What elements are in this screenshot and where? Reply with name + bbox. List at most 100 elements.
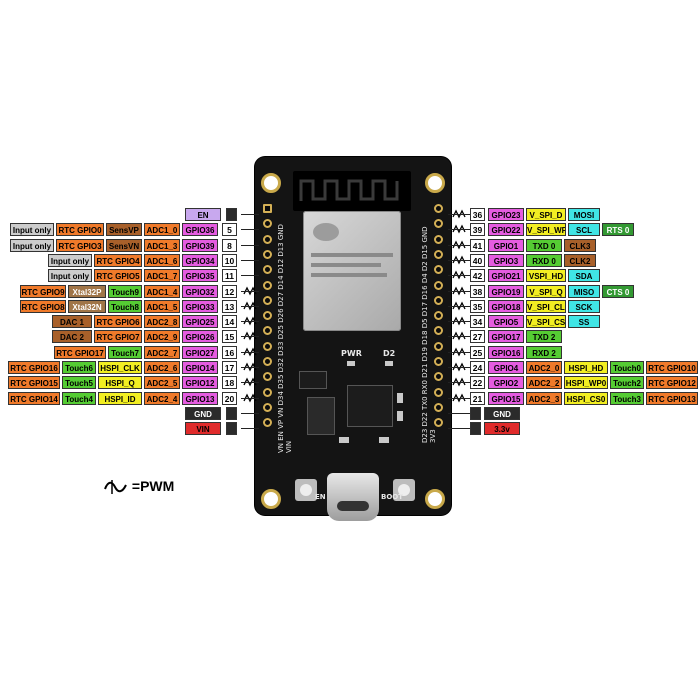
- pin-label: GPIO25: [182, 315, 218, 329]
- header-pin: [263, 295, 272, 305]
- en-button[interactable]: [295, 479, 317, 501]
- pin-number: 8: [222, 238, 237, 252]
- pwm-wave-icon: [243, 331, 257, 341]
- pin-label: 3.3v: [484, 422, 520, 436]
- pin-connector: [226, 406, 237, 420]
- pin-label: SCK: [568, 299, 600, 313]
- pin-number: 13: [222, 299, 237, 313]
- pin-wire: [448, 382, 470, 384]
- pin-label: GPIO22: [488, 223, 524, 237]
- pin-number: 39: [470, 223, 485, 237]
- pin-label: Input only: [10, 238, 54, 252]
- pwm-wave-icon: [452, 347, 466, 357]
- boot-button[interactable]: [393, 479, 415, 501]
- pin-label: GPIO36: [182, 223, 218, 237]
- pin-number: 35: [470, 299, 485, 313]
- pin-wire: [241, 412, 259, 414]
- pin-label: RXD 0: [526, 253, 562, 267]
- header-pin: [434, 234, 443, 244]
- pin-label: RTC GPIO15: [8, 376, 60, 390]
- pin-label: GPIO12: [182, 376, 218, 390]
- pin-wire: [448, 351, 470, 353]
- pwm-wave-icon: [243, 362, 257, 372]
- pin-label: RXD 2: [526, 345, 562, 359]
- left-header-silk: VN EN VP VN D34 D35 D32 D33 D25 D26 D27 …: [277, 224, 293, 453]
- pin-label: HSPI_Q: [98, 376, 142, 390]
- pwm-wave-icon: [243, 301, 257, 311]
- pin-label: GPIO32: [182, 284, 218, 298]
- silk-en: EN: [315, 493, 326, 501]
- pwm-wave-icon: [104, 480, 127, 495]
- pwm-wave-icon: [243, 316, 257, 326]
- pin-label: Touch6: [62, 361, 96, 374]
- pin-number: 25: [470, 345, 485, 359]
- pin-number: 10: [222, 253, 237, 267]
- pin-number: 24: [470, 361, 485, 374]
- pin-label: V_SPI_CLK: [526, 299, 566, 313]
- pin-label: Touch0: [610, 361, 644, 374]
- pin-label: RTC GPIO13: [646, 391, 698, 405]
- pin-wire: [241, 321, 259, 323]
- pin-label: ADC1_3: [144, 238, 180, 252]
- pin-number: 38: [470, 284, 485, 298]
- pin-label: VIN: [185, 422, 221, 436]
- pwm-wave-icon: [452, 209, 466, 219]
- header-pin: [263, 357, 272, 366]
- pin-label: MISO: [568, 284, 600, 298]
- pin-label: RTC GPIO3: [56, 238, 104, 252]
- pin-wire: [241, 397, 259, 399]
- smd-part: [379, 437, 389, 443]
- pin-wire: [241, 259, 259, 261]
- pin-number: 16: [222, 345, 237, 359]
- header-pin: [434, 219, 443, 229]
- smd-part: [397, 411, 403, 421]
- pin-number: 18: [222, 376, 237, 390]
- header-pin: [434, 311, 443, 321]
- pin-wire: [241, 244, 259, 246]
- pin-number: 36: [470, 208, 485, 221]
- pin-wire: [448, 336, 470, 338]
- pin-label: CLK3: [564, 238, 596, 252]
- pin-label: ADC2_9: [144, 330, 180, 344]
- ldo-chip: [307, 397, 335, 435]
- pin-label: Touch5: [62, 376, 96, 390]
- mount-hole-top-left: [261, 173, 281, 193]
- esp32-wroom-module: [303, 211, 401, 331]
- pin-label: RTC GPIO6: [94, 315, 142, 329]
- pin-label: GPIO13: [182, 391, 218, 405]
- pin-label: RTS 0: [602, 223, 634, 237]
- silk-boot: BOOT: [381, 493, 404, 501]
- pin-label: MOSI: [568, 208, 600, 221]
- pin-label: GPIO33: [182, 299, 218, 313]
- pin-label: GPIO21: [488, 269, 524, 283]
- led-pwr: [347, 361, 355, 366]
- pin-wire: [448, 244, 470, 246]
- mount-hole-bottom-right: [425, 489, 445, 509]
- header-pin: [263, 219, 272, 229]
- pin-label: GPIO14: [182, 361, 218, 374]
- pin-label: RTC GPIO8: [20, 299, 66, 313]
- pin-label: V_SPI_D: [526, 208, 566, 221]
- pin-connector: [470, 422, 481, 436]
- pin-connector: [470, 406, 481, 420]
- pin-number: 15: [222, 330, 237, 344]
- pin-number: 42: [470, 269, 485, 283]
- pin-label: RTC GPIO14: [8, 391, 60, 405]
- pwm-wave-icon: [452, 224, 466, 234]
- pin-label: GPIO16: [488, 345, 524, 359]
- pin-label: GPIO19: [488, 284, 524, 298]
- pin-label: RTC GPIO9: [20, 284, 66, 298]
- usb-uart-chip: [347, 385, 393, 427]
- pin-label: ADC2_8: [144, 315, 180, 329]
- smd-part: [397, 393, 403, 403]
- pin-label: CTS 0: [602, 284, 634, 298]
- header-pin: [263, 311, 272, 321]
- pin-number: 34: [470, 315, 485, 329]
- pin-label: ADC1_6: [144, 253, 180, 267]
- pin-label: Touch7: [108, 345, 142, 359]
- header-pin: [434, 402, 443, 412]
- pin-label: RTC GPIO10: [646, 361, 698, 374]
- pin-label: V_SPI_WP: [526, 223, 566, 237]
- pin-wire: [241, 305, 259, 307]
- pin-label: Xtal32N: [68, 299, 106, 313]
